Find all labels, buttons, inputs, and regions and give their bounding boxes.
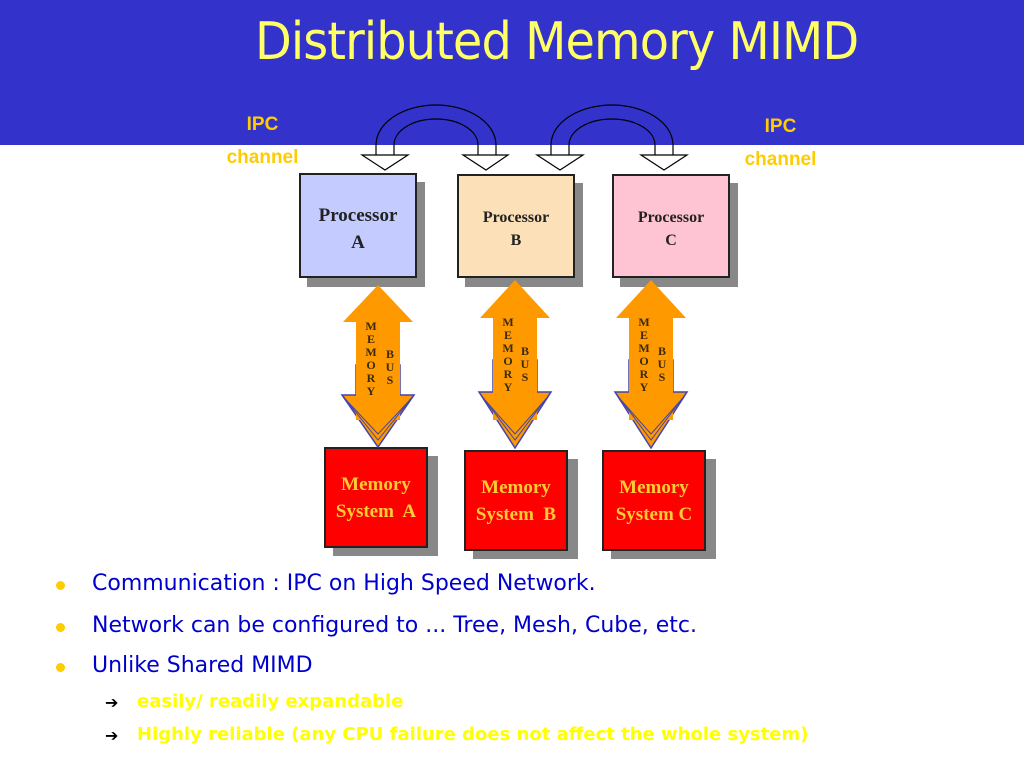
memory-a-line2: System A [335, 500, 417, 522]
bus-letter: B [520, 344, 529, 358]
memory-bus-arrow-b [477, 280, 553, 450]
bus-letter: R [503, 367, 513, 381]
processor-c: Processor C [612, 174, 730, 278]
bus-letter: U [657, 357, 667, 371]
ipc-channel-arrow-ab [359, 104, 510, 171]
memory-bus-arrow-a [340, 285, 416, 449]
memory-system-a: Memory System A [324, 447, 428, 548]
bus-c-bus-label: B U S [656, 345, 668, 384]
memory-system-c: Memory System C [602, 450, 706, 551]
processor-b: Processor B [457, 174, 575, 278]
bus-b-memory-label: M E M O R Y [502, 316, 514, 394]
bullet-dot-icon [56, 581, 65, 590]
bus-letter: S [521, 370, 529, 384]
bus-a-bus-label: B U S [384, 348, 396, 387]
bus-letter: O [366, 358, 376, 372]
bus-letter: U [520, 357, 530, 371]
memory-c-line2: System C [615, 503, 693, 525]
bus-a-memory-label: M E M O R Y [365, 320, 377, 398]
bullet-item: Unlike Shared MIMD [92, 653, 313, 678]
bus-letter: M [502, 341, 514, 355]
bus-letter: U [385, 360, 395, 374]
ipc-label-left-line1: IPC [246, 114, 279, 135]
bullet-dot-icon [56, 663, 65, 672]
bus-letter: M [365, 319, 377, 333]
slide-title: Distributed Memory MIMD [255, 12, 859, 72]
processor-b-line1: Processor [482, 209, 550, 226]
sub-bullet-item: easily/ readily expandable [137, 691, 404, 712]
processor-b-line2: B [510, 232, 522, 249]
ipc-label-right-line1: IPC [764, 116, 797, 137]
bus-letter: M [365, 345, 377, 359]
ipc-label-right: IPC channel [733, 110, 828, 176]
bus-letter: E [366, 332, 375, 346]
processor-a: Processor A [299, 173, 417, 278]
bus-letter: O [639, 354, 649, 368]
bullet-dot-icon [56, 623, 65, 632]
bus-letter: E [503, 328, 512, 342]
bus-letter: Y [366, 384, 376, 398]
bus-letter: Y [503, 380, 513, 394]
memory-system-b: Memory System B [464, 450, 568, 551]
ipc-label-left: IPC channel [215, 108, 310, 174]
ipc-label-right-line2: channel [744, 149, 817, 170]
memory-a-line1: Memory [341, 473, 411, 495]
bullet-item: Network can be configured to ... Tree, M… [92, 613, 697, 638]
processor-a-line2: A [351, 232, 365, 253]
memory-b-line2: System B [475, 503, 557, 525]
bus-letter: B [385, 347, 394, 361]
bus-letter: Y [639, 380, 649, 394]
processor-a-line1: Processor [318, 205, 398, 226]
bus-letter: O [503, 354, 513, 368]
bus-letter: R [639, 367, 649, 381]
bus-c-memory-label: M E M O R Y [638, 316, 650, 394]
bus-letter: M [638, 341, 650, 355]
bus-letter: M [638, 315, 650, 329]
ipc-label-left-line2: channel [226, 147, 299, 168]
memory-bus-arrow-c [613, 280, 689, 450]
processor-c-line1: Processor [637, 209, 705, 226]
arrow-right-icon: ➔ [105, 726, 119, 745]
memory-c-line1: Memory [619, 476, 689, 498]
bus-b-bus-label: B U S [519, 345, 531, 384]
memory-b-line1: Memory [481, 476, 551, 498]
ipc-channel-arrow-bc [534, 104, 690, 171]
sub-bullet-item: Highly reliable (any CPU failure does no… [137, 724, 809, 745]
bus-letter: B [657, 344, 666, 358]
bus-letter: E [639, 328, 648, 342]
arrow-right-icon: ➔ [105, 693, 119, 712]
bus-letter: S [386, 373, 394, 387]
bus-letter: R [366, 371, 376, 385]
bus-letter: S [658, 370, 666, 384]
title-banner [0, 0, 1024, 145]
processor-c-line2: C [665, 232, 677, 249]
bus-letter: M [502, 315, 514, 329]
bullet-item: Communication : IPC on High Speed Networ… [92, 571, 596, 596]
